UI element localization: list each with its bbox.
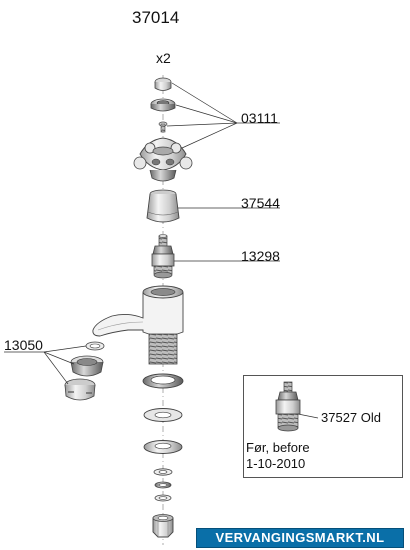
cross-handle xyxy=(133,137,193,182)
seal-washer xyxy=(143,408,183,422)
small-washer-1 xyxy=(153,468,173,476)
small-washer-3 xyxy=(154,494,172,502)
assembly-number: 37014 xyxy=(132,8,180,27)
handle-screw xyxy=(158,121,168,133)
quantity-label: x2 xyxy=(156,50,171,66)
brand-banner[interactable]: VERVANGINGSMARKT.NL xyxy=(196,528,404,548)
aerator-insert xyxy=(70,355,104,377)
base-ring xyxy=(142,373,184,389)
part-label-cartridge: 13298 xyxy=(241,248,280,264)
fixing-washer xyxy=(143,440,183,454)
cartridge-valve xyxy=(151,234,175,279)
tap-body xyxy=(92,285,184,365)
old-cartridge xyxy=(275,381,301,432)
part-label-aerator: 13050 xyxy=(4,337,43,353)
old-version-inset xyxy=(243,375,403,478)
cover-shroud xyxy=(146,189,180,223)
inset-part-label: 37527 Old xyxy=(321,410,381,425)
small-washer-2 xyxy=(154,481,172,489)
index-button xyxy=(154,77,172,91)
leader-lines xyxy=(4,82,319,419)
aerator-washer xyxy=(85,341,105,351)
inset-note-line-2: 1-10-2010 xyxy=(246,456,306,471)
insert-ring xyxy=(150,98,176,112)
fixing-nut xyxy=(152,514,174,538)
aerator-housing xyxy=(64,378,96,401)
part-label-cover: 37544 xyxy=(241,195,280,211)
part-label-handle-set: 03111 xyxy=(241,110,278,126)
inset-note-line-1: Før, before xyxy=(246,440,310,455)
